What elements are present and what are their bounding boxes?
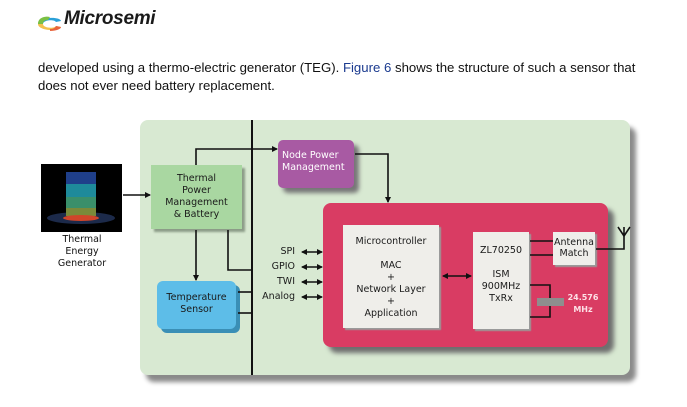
block-label-line: MAC	[380, 260, 402, 271]
block-label-line: Antenna	[554, 237, 594, 248]
block-label-line: Microcontroller	[355, 236, 427, 247]
antenna-wire	[596, 236, 625, 250]
crystal-label-line: MHz	[573, 305, 593, 314]
teg-label-line: Generator	[57, 258, 107, 269]
zl70250-radio-block: ZL70250 ISM 900MHz TxRx	[473, 232, 529, 329]
temperature-sensor-block: Temperature Sensor	[157, 281, 236, 329]
microsemi-logo-icon	[38, 16, 61, 31]
block-label-line: +	[387, 272, 395, 283]
teg-label-line: Energy	[65, 246, 99, 257]
thermal-power-management-block: Thermal Power Management & Battery	[151, 165, 242, 229]
block-label-line: Network Layer	[356, 284, 426, 295]
block-label-line: Power	[182, 185, 211, 196]
block-label-line: Management	[282, 162, 345, 173]
block-label-line: & Battery	[173, 209, 220, 220]
interface-label-twi: TWI	[277, 276, 295, 287]
crystal-label-line: 24.576	[567, 293, 599, 302]
block-label-line: Management	[165, 197, 228, 208]
brand-name: Microsemi	[64, 8, 156, 29]
crystal-icon	[537, 298, 564, 306]
interface-label-analog: Analog	[262, 291, 295, 302]
interface-label-spi: SPI	[280, 246, 295, 257]
figure-link[interactable]: Figure 6	[342, 60, 392, 75]
microcontroller-block: Microcontroller MAC + Network Layer + Ap…	[343, 225, 439, 328]
antenna-icon	[617, 226, 631, 237]
radio-crystal-wire-bottom	[530, 306, 551, 318]
block-label-line: ZL70250	[479, 245, 523, 256]
thermal-energy-generator-image	[41, 164, 122, 232]
block-label-line: +	[387, 296, 395, 307]
block-label-line: ISM	[492, 269, 510, 280]
block-label-line: 900MHz	[481, 281, 521, 292]
block-label-line: Match	[559, 248, 589, 259]
crystal-frequency-label: 24.576 MHz	[566, 292, 600, 316]
block-label-line: Node Power	[282, 150, 339, 161]
node-power-management-block: Node Power Management	[278, 140, 354, 188]
teg-label: Thermal Energy Generator	[40, 234, 124, 270]
block-label-line: Sensor	[180, 304, 213, 315]
paragraph-text-2: shows the structure of such a sensor tha…	[38, 60, 636, 93]
system-bus-line	[251, 120, 253, 375]
interface-label-gpio: GPIO	[271, 261, 295, 272]
thermal-to-bus-wire	[227, 230, 252, 271]
block-label-line: Application	[364, 308, 418, 319]
block-label-line: Temperature	[166, 292, 227, 303]
node-to-module-arrow	[355, 153, 391, 203]
block-label-line: TxRx	[489, 293, 513, 304]
paragraph-text-1: developed using a thermo-electric genera…	[38, 60, 343, 75]
radio-crystal-wire-top	[530, 284, 551, 298]
teg-label-line: Thermal	[62, 234, 102, 245]
body-paragraph: developed using a thermo-electric genera…	[38, 59, 658, 95]
block-label-line: Thermal	[176, 173, 217, 184]
thermal-to-node-arrow	[195, 146, 278, 165]
antenna-match-block: Antenna Match	[553, 232, 595, 265]
